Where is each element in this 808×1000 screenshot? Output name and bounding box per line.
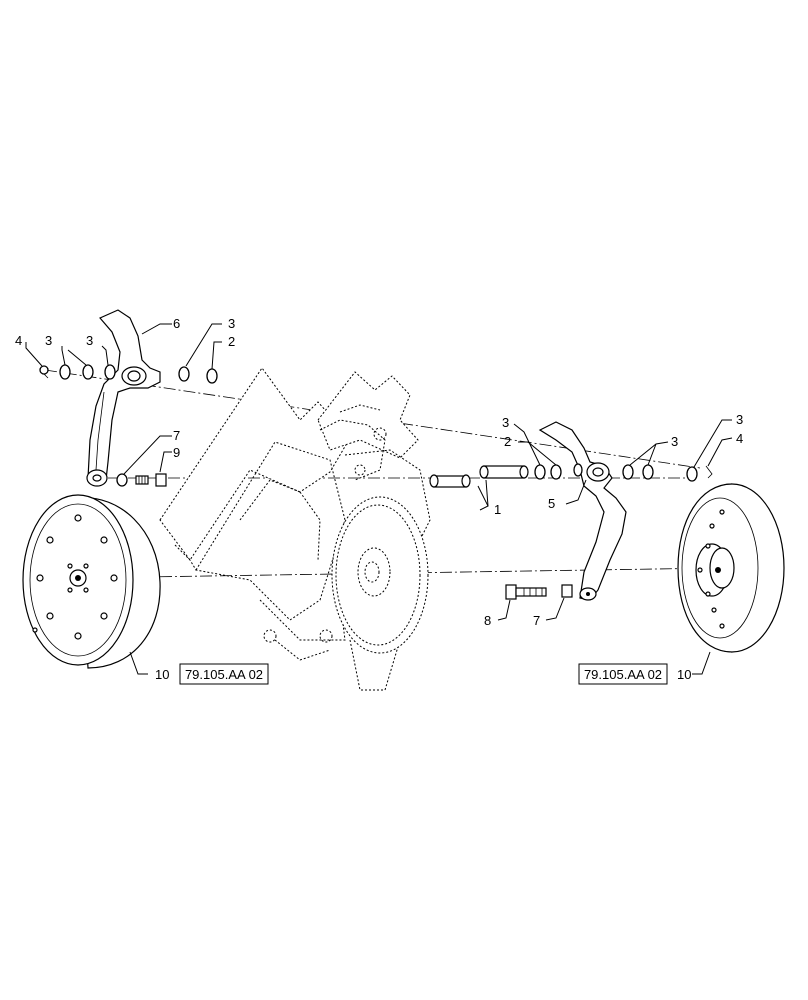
callout-3-f: 3 [736,412,743,427]
right-gauge-arm [538,421,627,601]
callout-labels: 4 3 3 3 2 6 7 9 10 3 2 3 3 4 1 5 8 7 10 [15,316,743,682]
callout-10-right: 10 [677,667,691,682]
callout-1: 1 [494,502,501,517]
left-axle-hardware [116,473,167,487]
left-pivot-hardware [39,364,218,384]
reference-box-left[interactable]: 79.105.AA 02 [179,663,269,685]
callout-2-right: 2 [504,434,511,449]
callout-3-b: 3 [86,333,93,348]
leader-lines [25,323,733,675]
callout-3-c: 3 [228,316,235,331]
callout-7-right: 7 [533,613,540,628]
left-gauge-arm [86,309,161,487]
callout-4-left: 4 [15,333,22,348]
callout-2-left: 2 [228,334,235,349]
reference-label-left: 79.105.AA 02 [185,667,263,682]
callout-3-e: 3 [671,434,678,449]
callout-9: 9 [173,445,180,460]
callout-3-a: 3 [45,333,52,348]
right-pivot-hardware [534,463,713,482]
right-gauge-wheel [677,483,785,653]
reference-label-right: 79.105.AA 02 [584,667,662,682]
right-axle-hardware [505,584,573,600]
callout-4-right: 4 [736,431,743,446]
axle-shaft [429,465,529,488]
left-gauge-wheel [22,494,161,669]
callout-8: 8 [484,613,491,628]
center-disc [331,496,429,654]
callout-10-left: 10 [155,667,169,682]
opener-frame [159,367,431,691]
callout-3-d: 3 [502,415,509,430]
reference-box-right[interactable]: 79.105.AA 02 [578,663,668,685]
callout-6: 6 [173,316,180,331]
callout-5: 5 [548,496,555,511]
callout-7-left: 7 [173,428,180,443]
